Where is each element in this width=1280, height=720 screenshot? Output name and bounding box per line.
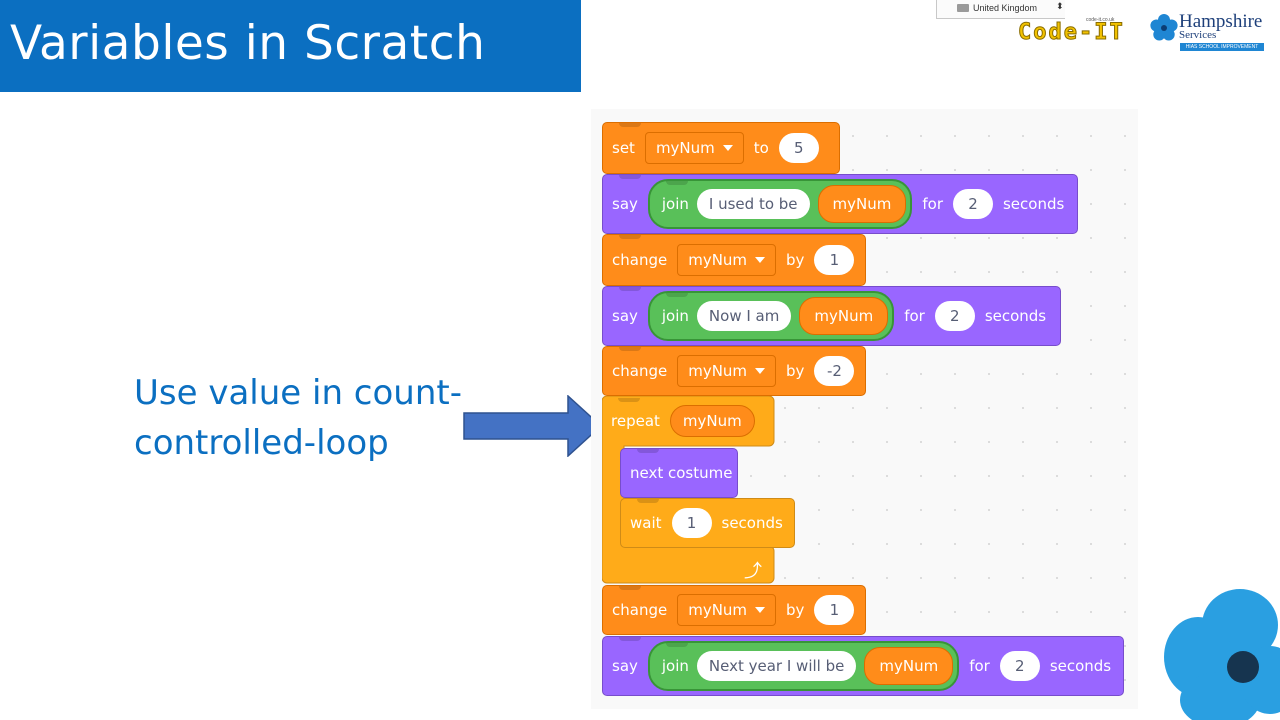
block-keyword: say xyxy=(612,307,638,325)
caption-line-1: Use value in count- xyxy=(134,373,462,413)
block-keyword: by xyxy=(786,601,805,619)
block-keyword: seconds xyxy=(1049,657,1112,675)
block-keyword: change xyxy=(612,362,668,380)
country-selector[interactable]: United Kingdom ⬍ xyxy=(936,0,1065,19)
caption: Use value in count- controlled-loop xyxy=(134,368,462,468)
text-input[interactable]: I used to be xyxy=(696,189,810,219)
block-keyword: to xyxy=(753,139,769,157)
block-keyword: join xyxy=(661,657,689,675)
block-keyword: set xyxy=(612,139,635,157)
join-block[interactable]: join Now I am myNum xyxy=(647,291,895,341)
hampshire-name: Hampshire xyxy=(1179,11,1263,32)
slide-title: Variables in Scratch xyxy=(10,16,486,71)
flag-icon xyxy=(957,4,969,12)
variable-name: myNum xyxy=(688,362,748,380)
change-variable-block[interactable]: change myNum by 1 xyxy=(602,234,866,286)
codeit-logo: Code-IT xyxy=(1018,20,1125,46)
dropdown-caret-icon xyxy=(755,257,766,263)
number-input[interactable]: 2 xyxy=(952,189,993,219)
dropdown-caret-icon xyxy=(755,368,766,374)
number-input[interactable]: 1 xyxy=(814,245,855,275)
repeat-block-header[interactable]: repeat myNum xyxy=(602,398,772,444)
codeit-url: code-it.co.uk xyxy=(1086,17,1115,23)
variable-dropdown[interactable]: myNum xyxy=(644,132,744,164)
variable-reporter[interactable]: myNum xyxy=(669,405,755,437)
block-keyword: seconds xyxy=(1002,195,1065,213)
decorative-flower-icon xyxy=(1164,589,1280,720)
dropdown-caret-icon xyxy=(755,607,766,613)
hampshire-strapline: HIAS SCHOOL IMPROVEMENT xyxy=(1180,43,1264,51)
country-selector-label: United Kingdom xyxy=(973,3,1038,13)
block-keyword: join xyxy=(661,307,689,325)
block-keyword: change xyxy=(612,251,668,269)
block-keyword: by xyxy=(786,251,805,269)
number-input[interactable]: 1 xyxy=(814,595,855,625)
block-keyword: seconds xyxy=(984,307,1047,325)
variable-dropdown[interactable]: myNum xyxy=(677,594,777,626)
say-for-secs-block[interactable]: say join Now I am myNum for 2 seconds xyxy=(602,286,1061,346)
repeat-block[interactable] xyxy=(602,396,776,586)
block-keyword: for xyxy=(969,657,990,675)
block-keyword: join xyxy=(661,195,689,213)
variable-reporter[interactable]: myNum xyxy=(864,647,954,685)
variable-reporter[interactable]: myNum xyxy=(799,297,889,335)
change-variable-block[interactable]: change myNum by -2 xyxy=(602,346,866,396)
next-costume-block[interactable]: next costume xyxy=(620,448,738,498)
block-keyword: repeat xyxy=(611,412,660,430)
variable-reporter[interactable]: myNum xyxy=(817,185,907,223)
hampshire-services: Services xyxy=(1179,29,1217,41)
dropdown-caret-icon xyxy=(722,145,733,151)
block-keyword: for xyxy=(904,307,925,325)
block-keyword: wait xyxy=(630,514,662,532)
variable-name: myNum xyxy=(688,601,748,619)
caption-line-2: controlled-loop xyxy=(134,423,389,463)
number-input[interactable]: 2 xyxy=(934,301,975,331)
block-keyword: for xyxy=(922,195,943,213)
arrow-right-icon xyxy=(463,395,603,457)
title-banner: Variables in Scratch xyxy=(0,0,581,92)
block-keyword: say xyxy=(612,657,638,675)
wait-block[interactable]: wait 1 seconds xyxy=(620,498,795,548)
set-variable-block[interactable]: set myNum to 5 xyxy=(602,122,840,174)
block-label: next costume xyxy=(630,464,733,482)
change-variable-block[interactable]: change myNum by 1 xyxy=(602,585,866,635)
text-input[interactable]: Now I am xyxy=(696,301,792,331)
text-input[interactable]: Next year I will be xyxy=(696,651,857,681)
number-input[interactable]: -2 xyxy=(814,356,855,386)
variable-dropdown[interactable]: myNum xyxy=(677,244,777,276)
hampshire-flower-icon xyxy=(1150,14,1178,41)
join-block[interactable]: join I used to be myNum xyxy=(647,179,913,229)
say-for-secs-block[interactable]: say join I used to be myNum for 2 second… xyxy=(602,174,1078,234)
block-keyword: by xyxy=(786,362,805,380)
block-keyword: say xyxy=(612,195,638,213)
variable-name: myNum xyxy=(688,251,748,269)
chevron-down-icon: ⬍ xyxy=(1056,1,1064,11)
join-block[interactable]: join Next year I will be myNum xyxy=(647,641,960,691)
variable-dropdown[interactable]: myNum xyxy=(677,355,777,387)
variable-name: myNum xyxy=(655,139,715,157)
block-keyword: change xyxy=(612,601,668,619)
number-input[interactable]: 1 xyxy=(671,508,712,538)
number-input[interactable]: 2 xyxy=(999,651,1040,681)
say-for-secs-block[interactable]: say join Next year I will be myNum for 2… xyxy=(602,636,1124,696)
number-input[interactable]: 5 xyxy=(778,133,819,163)
block-keyword: seconds xyxy=(721,514,783,532)
repeat-loop-arrow-icon: ⤴ xyxy=(744,561,762,581)
